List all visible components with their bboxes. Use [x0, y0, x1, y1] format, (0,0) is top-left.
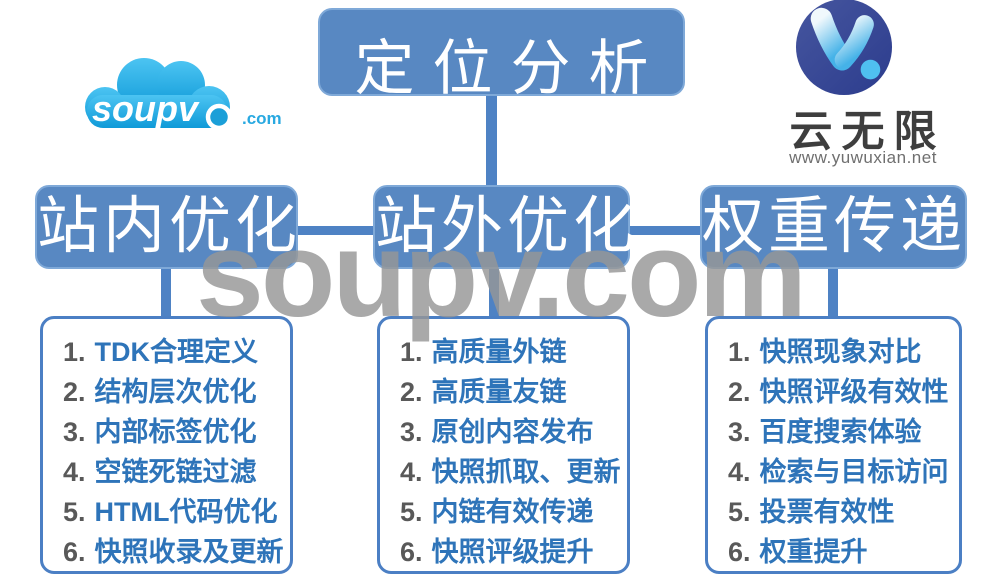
list-item: 6. 权重提升	[728, 532, 959, 572]
item-number: 3.	[63, 417, 86, 447]
list-item: 6. 快照评级提升	[400, 532, 627, 572]
item-text: 空链死链过滤	[94, 457, 257, 487]
item-text: 快照现象对比	[759, 337, 922, 367]
item-number: 2.	[63, 377, 86, 407]
yuwuxian-circle-icon	[795, 0, 893, 96]
item-number: 1.	[728, 337, 751, 367]
item-text: 内部标签优化	[94, 417, 257, 447]
node-weight-label: 权重传递	[702, 192, 967, 261]
item-text: 高质量友链	[431, 377, 567, 407]
list-item: 1. 快照现象对比	[728, 332, 959, 372]
item-text: 快照评级提升	[431, 537, 594, 567]
item-text: 快照评级有效性	[759, 377, 949, 407]
node-offsite-label: 站外优化	[375, 192, 640, 261]
item-number: 5.	[400, 497, 423, 527]
item-text: HTML代码优化	[94, 497, 278, 527]
list-item: 3. 原创内容发布	[400, 412, 627, 452]
yuwuxian-logo-name: 云无限	[789, 108, 946, 156]
list-item: 3. 百度搜索体验	[728, 412, 959, 452]
item-text: 百度搜索体验	[759, 417, 922, 447]
item-number: 2.	[728, 377, 751, 407]
node-onsite-optimization: 站内优化	[35, 185, 298, 269]
list-item: 1. 高质量外链	[400, 332, 627, 372]
root-node-label: 定位分析	[354, 35, 667, 102]
item-number: 1.	[400, 337, 423, 367]
item-text: 投票有效性	[759, 497, 895, 527]
connector-onsite-offsite	[294, 226, 378, 235]
soupv-logo-tld: .com	[242, 109, 282, 128]
list-item: 6. 快照收录及更新	[63, 532, 290, 572]
list-onsite: 1. TDK合理定义 2. 结构层次优化 3. 内部标签优化 4. 空链死链过滤 5. H…	[40, 316, 293, 574]
soupv-logo-text: soupv	[92, 88, 200, 129]
item-text: 权重提升	[759, 537, 868, 567]
node-weight-transfer: 权重传递	[700, 185, 967, 269]
item-number: 5.	[728, 497, 751, 527]
list-weight: 1. 快照现象对比 2. 快照评级有效性 3. 百度搜索体验 4. 检索与目标访问 5.…	[705, 316, 962, 574]
list-item: 5. 投票有效性	[728, 492, 959, 532]
list-item: 4. 检索与目标访问	[728, 452, 959, 492]
item-text: 内链有效传递	[431, 497, 594, 527]
item-number: 4.	[63, 457, 86, 487]
item-number: 3.	[728, 417, 751, 447]
item-text: 原创内容发布	[431, 417, 594, 447]
list-item: 4. 空链死链过滤	[63, 452, 290, 492]
list-item: 2. 快照评级有效性	[728, 372, 959, 412]
item-number: 6.	[400, 537, 423, 567]
yuwuxian-logo: 云无限 www.yuwuxian.net	[760, 0, 970, 175]
item-text: 结构层次优化	[94, 377, 257, 407]
connector-weight-list	[828, 266, 838, 318]
connector-offsite-weight	[626, 226, 704, 235]
soupv-logo: soupv .com	[78, 55, 282, 147]
item-number: 4.	[400, 457, 423, 487]
item-number: 6.	[63, 537, 86, 567]
root-node: 定位分析	[318, 8, 685, 102]
item-text: 高质量外链	[431, 337, 567, 367]
cloud-search-icon: soupv	[85, 58, 239, 138]
list-item: 3. 内部标签优化	[63, 412, 290, 452]
list-item: 2. 结构层次优化	[63, 372, 290, 412]
connector-root-to-offsite	[486, 92, 497, 190]
item-text: TDK合理定义	[94, 337, 259, 367]
item-number: 5.	[63, 497, 86, 527]
item-number: 6.	[728, 537, 751, 567]
node-onsite-label: 站内优化	[37, 192, 302, 261]
list-offsite: 1. 高质量外链 2. 高质量友链 3. 原创内容发布 4. 快照抓取、更新 5. 内链有…	[377, 316, 630, 574]
item-text: 检索与目标访问	[759, 457, 949, 487]
yuwuxian-logo-url: www.yuwuxian.net	[789, 148, 937, 167]
item-number: 3.	[400, 417, 423, 447]
connector-onsite-list	[161, 266, 171, 318]
list-item: 5. 内链有效传递	[400, 492, 627, 532]
list-item: 2. 高质量友链	[400, 372, 627, 412]
item-number: 1.	[63, 337, 86, 367]
list-item: 1. TDK合理定义	[63, 332, 290, 372]
item-number: 2.	[400, 377, 423, 407]
list-item: 4. 快照抓取、更新	[400, 452, 627, 492]
list-item: 5. HTML代码优化	[63, 492, 290, 532]
connector-offsite-list	[489, 266, 499, 318]
item-number: 4.	[728, 457, 751, 487]
item-text: 快照抓取、更新	[431, 457, 621, 487]
item-text: 快照收录及更新	[94, 537, 284, 567]
node-offsite-optimization: 站外优化	[373, 185, 640, 269]
